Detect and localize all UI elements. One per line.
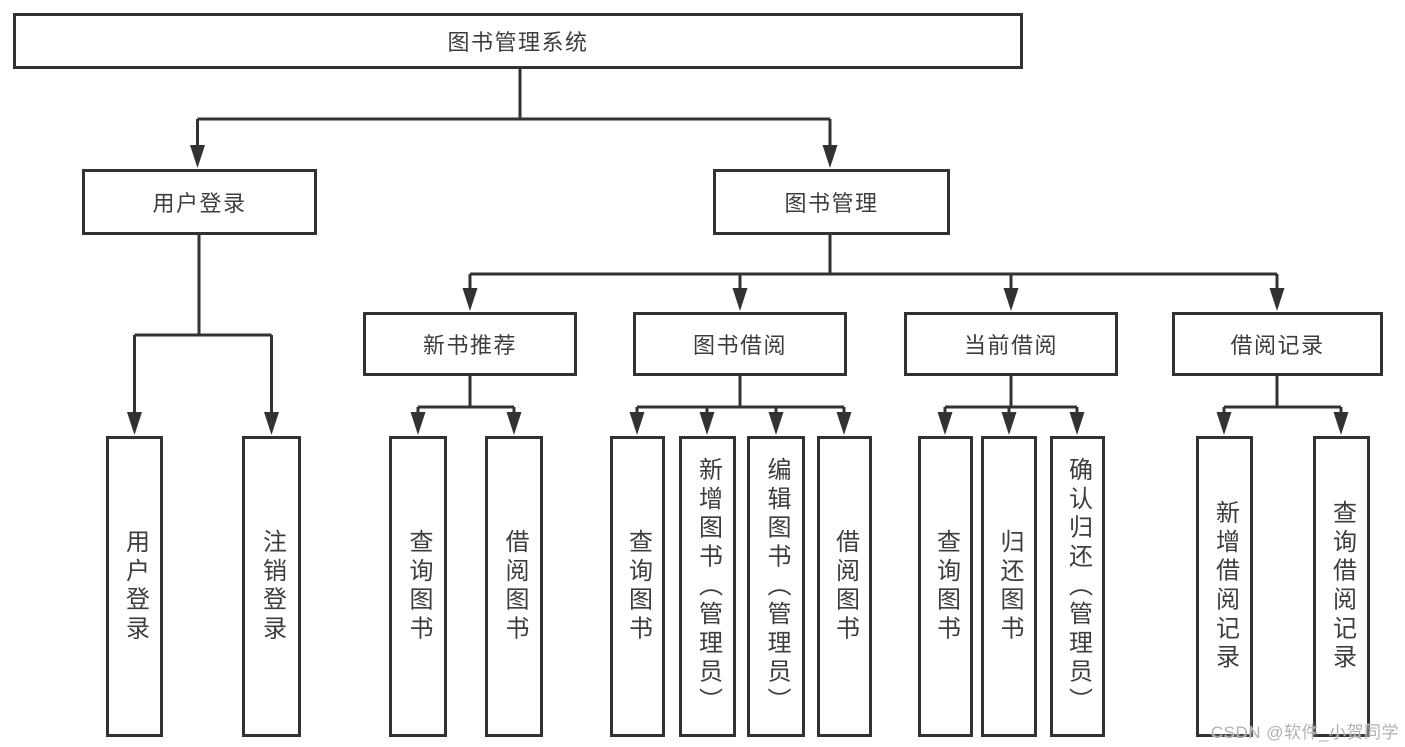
arrow-down-icon (410, 412, 426, 435)
connector-user-login-to-leaves (133, 235, 273, 413)
arrow-down-icon (264, 412, 279, 435)
arrow-down-icon (937, 412, 953, 435)
connector-root-to-level2 (196, 69, 832, 146)
node-book-management: 图书管理 (713, 169, 950, 235)
leaf-label: 查询图书 (624, 528, 652, 645)
leaf-query-borrow-record: 查询借阅记录 (1313, 436, 1370, 737)
csdn-watermark: CSDN @软件_小贺同学 (1210, 723, 1399, 742)
node-label: 图书借阅 (692, 333, 787, 358)
arrow-down-icon (1269, 288, 1285, 311)
leaf-return-book: 归还图书 (981, 436, 1037, 737)
leaf-label: 借阅图书 (831, 528, 859, 645)
leaf-label: 用户登录 (121, 528, 149, 645)
leaf-label: 归还图书 (996, 528, 1023, 645)
node-new-book-recommend: 新书推荐 (363, 312, 577, 376)
arrow-down-icon (190, 145, 205, 168)
arrow-down-icon (836, 412, 852, 435)
leaf-query-books-current: 查询图书 (918, 436, 973, 737)
arrow-down-icon (699, 412, 715, 435)
leaf-edit-book-admin: 编辑图书（管理员） (747, 436, 805, 737)
arrow-down-icon (1069, 412, 1085, 435)
leaf-label: 新增图书（管理员） (694, 456, 722, 717)
node-current-borrow: 当前借阅 (904, 312, 1118, 376)
arrow-down-icon (506, 412, 522, 435)
node-book-borrow: 图书借阅 (633, 312, 847, 376)
connector-current-borrow-to-leaves (943, 376, 1079, 413)
leaf-query-books-recommend: 查询图书 (389, 436, 447, 737)
node-label: 图书管理系统 (447, 30, 589, 55)
connector-book-mgmt-to-level3 (468, 235, 1279, 289)
arrow-down-icon (127, 412, 142, 435)
node-label: 当前借阅 (963, 333, 1058, 358)
arrow-down-icon (1003, 288, 1019, 311)
arrow-down-icon (1001, 412, 1017, 435)
connector-book-borrow-to-leaves (635, 376, 846, 413)
arrow-down-icon (1216, 412, 1232, 435)
node-root: 图书管理系统 (13, 13, 1023, 69)
leaf-logout: 注销登录 (242, 436, 301, 737)
node-label: 用户登录 (152, 191, 247, 216)
node-label: 新书推荐 (422, 333, 517, 358)
leaf-add-borrow-record: 新增借阅记录 (1196, 436, 1253, 737)
leaf-label: 查询借阅记录 (1328, 500, 1356, 673)
node-borrow-records: 借阅记录 (1172, 312, 1383, 376)
leaf-query-books-borrow: 查询图书 (610, 436, 665, 737)
node-label: 借阅记录 (1230, 333, 1325, 358)
leaf-label: 确认归还（管理员） (1064, 456, 1092, 717)
leaf-label: 查询图书 (405, 528, 432, 645)
arrow-down-icon (1333, 412, 1349, 435)
arrow-down-icon (629, 412, 645, 435)
leaf-user-login: 用户登录 (106, 436, 163, 737)
leaf-label: 新增借阅记录 (1211, 500, 1239, 673)
leaf-borrow-books: 借阅图书 (817, 436, 872, 737)
leaf-label: 借阅图书 (501, 528, 528, 645)
arrow-down-icon (768, 412, 784, 435)
leaf-label: 注销登录 (258, 528, 286, 645)
leaf-add-book-admin: 新增图书（管理员） (679, 436, 736, 737)
leaf-label: 查询图书 (932, 528, 960, 645)
node-label: 图书管理 (784, 191, 879, 216)
arrowheads (127, 145, 1349, 435)
arrow-down-icon (732, 288, 748, 311)
leaf-label: 编辑图书（管理员） (763, 456, 790, 717)
leaf-confirm-return-admin: 确认归还（管理员） (1050, 436, 1105, 737)
connector-borrow-records-to-leaves (1222, 376, 1343, 413)
connector-new-book-to-leaves (416, 376, 516, 413)
node-user-login: 用户登录 (82, 169, 317, 235)
leaf-borrow-books-recommend: 借阅图书 (485, 436, 543, 737)
arrow-down-icon (822, 145, 838, 168)
arrow-down-icon (462, 288, 478, 311)
